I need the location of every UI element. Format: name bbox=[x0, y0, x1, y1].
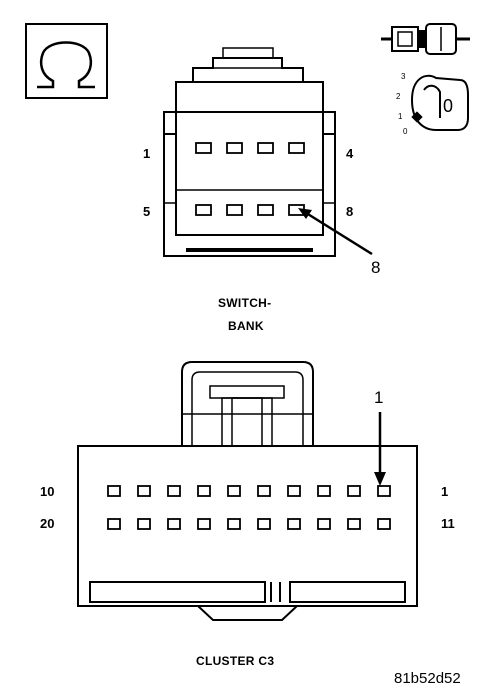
cluster-c3-pin-cavity bbox=[347, 485, 361, 497]
key-label: 0 bbox=[443, 96, 453, 116]
switch-bank-pin-cavity bbox=[226, 142, 243, 154]
switch-bank-pin-cavity bbox=[288, 142, 305, 154]
switch-bank-callout-label: 8 bbox=[371, 258, 381, 277]
switch-bank-title-line1: SWITCH- bbox=[218, 296, 272, 310]
cluster-c3-pin-cavity bbox=[317, 518, 331, 530]
switch-bank-pin-label-5: 5 bbox=[143, 204, 151, 219]
connector-plug-icon bbox=[381, 23, 470, 55]
switch-bank-callout-arrowhead bbox=[298, 208, 312, 219]
cluster-c3-pin-cavity bbox=[287, 518, 301, 530]
cluster-c3-pin-cavity bbox=[347, 518, 361, 530]
switch-bank-pin-cavity bbox=[195, 142, 212, 154]
cluster-c3-callout-label: 1 bbox=[374, 388, 384, 407]
ohmmeter-icon-box bbox=[25, 23, 108, 99]
key-position-2: 2 bbox=[396, 92, 401, 101]
cluster-c3-pin-label-10: 10 bbox=[40, 484, 55, 499]
cluster-c3-pin-cavity bbox=[317, 485, 331, 497]
switch-bank-title-line2: BANK bbox=[228, 319, 264, 333]
switch-bank-pin-cavities bbox=[195, 142, 305, 216]
key-position-3: 3 bbox=[401, 72, 406, 81]
cluster-c3-pin-cavity bbox=[107, 518, 121, 530]
cluster-c3-pin-cavity bbox=[107, 485, 121, 497]
cluster-c3-connector bbox=[77, 361, 418, 621]
switch-bank-callout-arrow bbox=[302, 209, 373, 256]
key-position-0: 0 bbox=[403, 127, 408, 136]
switch-bank-pin-cavity bbox=[195, 204, 212, 216]
cluster-c3-pin-cavity bbox=[167, 485, 181, 497]
switch-bank-pin-label-4: 4 bbox=[346, 146, 354, 161]
switch-bank-connector bbox=[163, 47, 336, 257]
cluster-c3-pin-label-1: 1 bbox=[441, 484, 449, 499]
cluster-c3-pin-cavity bbox=[227, 518, 241, 530]
cluster-c3-pin-cavity bbox=[257, 518, 271, 530]
cluster-c3-title: CLUSTER C3 bbox=[196, 654, 275, 668]
cluster-c3-callout-arrowhead bbox=[374, 472, 386, 486]
ohm-symbol-icon bbox=[37, 41, 95, 89]
cluster-c3-pin-cavity bbox=[257, 485, 271, 497]
cluster-c3-pin-cavity bbox=[377, 485, 391, 497]
cluster-c3-pin-cavity bbox=[197, 518, 211, 530]
switch-bank-pin-cavity bbox=[257, 204, 274, 216]
cluster-c3-pin-cavity bbox=[197, 485, 211, 497]
ignition-key-icon bbox=[410, 74, 469, 131]
figure-code: 81b52d52 bbox=[394, 670, 461, 687]
cluster-c3-pin-cavity bbox=[167, 518, 181, 530]
cluster-c3-pin-cavity bbox=[137, 518, 151, 530]
switch-bank-pin-label-8: 8 bbox=[346, 204, 354, 219]
cluster-c3-pin-cavity bbox=[377, 518, 391, 530]
cluster-c3-pin-cavities bbox=[107, 485, 391, 530]
switch-bank-pin-label-1: 1 bbox=[143, 146, 151, 161]
cluster-c3-pin-cavity bbox=[287, 485, 301, 497]
cluster-c3-pin-label-20: 20 bbox=[40, 516, 55, 531]
cluster-c3-pin-cavity bbox=[227, 485, 241, 497]
switch-bank-pin-cavity bbox=[226, 204, 243, 216]
cluster-c3-pin-cavity bbox=[137, 485, 151, 497]
cluster-c3-pin-label-11: 11 bbox=[441, 516, 455, 531]
switch-bank-pin-cavity bbox=[257, 142, 274, 154]
key-position-1: 1 bbox=[398, 112, 403, 121]
